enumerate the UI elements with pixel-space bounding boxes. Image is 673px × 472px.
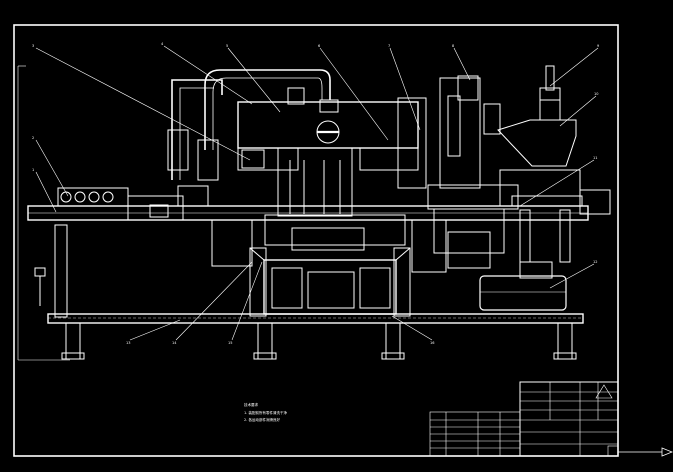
- callout-15: 15: [228, 341, 232, 345]
- notes-line-2: 2. 各运动部件润滑良好: [244, 417, 280, 422]
- callout-5: 5: [226, 44, 228, 48]
- callouts: 3 4 5 6 7 8 9 10 11 12 2 1 13 14 15 16: [32, 42, 599, 345]
- leader-lines: [35, 45, 599, 341]
- callout-1: 1: [32, 168, 34, 172]
- notes-title: 技术要求: [244, 402, 258, 407]
- callout-16: 16: [430, 341, 434, 345]
- callout-7: 7: [388, 44, 390, 48]
- callout-3: 3: [32, 44, 34, 48]
- callout-13: 13: [126, 341, 130, 345]
- callout-9: 9: [597, 44, 599, 48]
- technical-notes: 技术要求 1. 装配前所有零件清洗干净 2. 各运动部件润滑良好: [244, 402, 287, 422]
- notes-line-1: 1. 装配前所有零件清洗干净: [244, 410, 287, 415]
- callout-8: 8: [452, 44, 454, 48]
- callout-2: 2: [32, 136, 34, 140]
- callout-14: 14: [172, 341, 177, 345]
- title-block: [519, 381, 619, 457]
- drawing-frame: [13, 24, 619, 457]
- callout-10: 10: [594, 92, 598, 96]
- callout-11: 11: [593, 156, 597, 160]
- callout-6: 6: [318, 44, 320, 48]
- parts-list-table: [429, 411, 521, 457]
- projection-symbol: [618, 447, 673, 457]
- callout-12: 12: [593, 260, 597, 264]
- machine-assembly: [27, 65, 611, 360]
- callout-4: 4: [161, 42, 164, 46]
